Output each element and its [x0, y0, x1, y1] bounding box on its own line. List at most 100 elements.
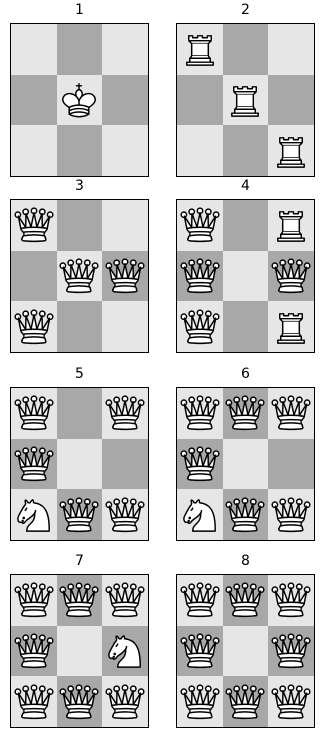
board-square: [268, 251, 314, 302]
board-square: [223, 489, 269, 540]
board-panel-5: 5: [10, 364, 149, 541]
rook-icon: [268, 203, 314, 247]
board-square: [223, 388, 269, 439]
board-square: [177, 125, 223, 176]
queen-icon: [102, 578, 148, 622]
board-square: [223, 200, 269, 251]
board-square: [11, 626, 57, 677]
queen-icon: [177, 442, 223, 486]
board-square: [57, 676, 103, 727]
queen-icon: [268, 629, 314, 673]
board-square: [57, 388, 103, 439]
board-square: [102, 125, 148, 176]
board-square: [57, 75, 103, 126]
board-number-label: 4: [176, 176, 315, 196]
queen-icon: [268, 578, 314, 622]
board-number-label: 2: [176, 0, 315, 20]
board-square: [177, 626, 223, 677]
board-square: [177, 251, 223, 302]
board-square: [11, 489, 57, 540]
board-number-label: 3: [10, 176, 149, 196]
board-square: [11, 388, 57, 439]
board-square: [102, 24, 148, 75]
board-square: [223, 75, 269, 126]
board-square: [177, 439, 223, 490]
queen-icon: [177, 391, 223, 435]
board-square: [177, 24, 223, 75]
board-square: [177, 388, 223, 439]
board-number-label: 5: [10, 364, 149, 384]
board-square: [268, 626, 314, 677]
board-square: [268, 489, 314, 540]
board-number-label: 1: [10, 0, 149, 20]
queen-icon: [223, 493, 269, 537]
board-number-label: 7: [10, 551, 149, 571]
queen-icon: [57, 578, 103, 622]
queen-icon: [177, 203, 223, 247]
chess-board-3x3: [176, 199, 315, 353]
board-square: [57, 200, 103, 251]
board-square: [268, 575, 314, 626]
board-square: [102, 489, 148, 540]
board-panel-1: 1: [10, 0, 149, 177]
queen-icon: [57, 493, 103, 537]
rook-icon: [177, 27, 223, 71]
queen-icon: [223, 578, 269, 622]
board-panel-6: 6: [176, 364, 315, 541]
board-square: [11, 676, 57, 727]
board-square: [11, 301, 57, 352]
queen-icon: [11, 442, 57, 486]
board-square: [177, 75, 223, 126]
queen-icon: [102, 680, 148, 724]
board-square: [11, 439, 57, 490]
board-panel-8: 8: [176, 551, 315, 728]
queen-icon: [11, 305, 57, 349]
board-square: [223, 251, 269, 302]
board-square: [177, 575, 223, 626]
chess-board-3x3: [10, 23, 149, 177]
board-panel-2: 2: [176, 0, 315, 177]
board-square: [102, 200, 148, 251]
board-square: [11, 125, 57, 176]
board-square: [57, 301, 103, 352]
king-icon: [57, 78, 103, 122]
chess-board-3x3: [176, 574, 315, 728]
board-panel-3: 3: [10, 176, 149, 353]
board-square: [57, 626, 103, 677]
board-square: [268, 75, 314, 126]
board-square: [223, 301, 269, 352]
queen-icon: [11, 680, 57, 724]
board-square: [177, 200, 223, 251]
chess-board-3x3: [10, 387, 149, 541]
board-square: [11, 75, 57, 126]
board-square: [11, 24, 57, 75]
board-square: [57, 24, 103, 75]
board-square: [268, 388, 314, 439]
board-square: [57, 251, 103, 302]
board-square: [223, 24, 269, 75]
queen-icon: [11, 629, 57, 673]
board-square: [102, 75, 148, 126]
chess-board-3x3: [10, 574, 149, 728]
board-square: [177, 676, 223, 727]
queen-icon: [57, 680, 103, 724]
board-square: [11, 200, 57, 251]
board-square: [57, 575, 103, 626]
board-square: [102, 439, 148, 490]
board-number-label: 8: [176, 551, 315, 571]
board-square: [102, 301, 148, 352]
queen-icon: [223, 680, 269, 724]
board-square: [268, 439, 314, 490]
queen-icon: [223, 391, 269, 435]
queen-icon: [102, 391, 148, 435]
board-square: [223, 626, 269, 677]
knight-icon: [102, 629, 148, 673]
board-square: [102, 251, 148, 302]
board-square: [268, 24, 314, 75]
queen-icon: [177, 578, 223, 622]
board-square: [268, 301, 314, 352]
queen-icon: [268, 254, 314, 298]
board-square: [223, 439, 269, 490]
board-square: [102, 626, 148, 677]
knight-icon: [177, 493, 223, 537]
